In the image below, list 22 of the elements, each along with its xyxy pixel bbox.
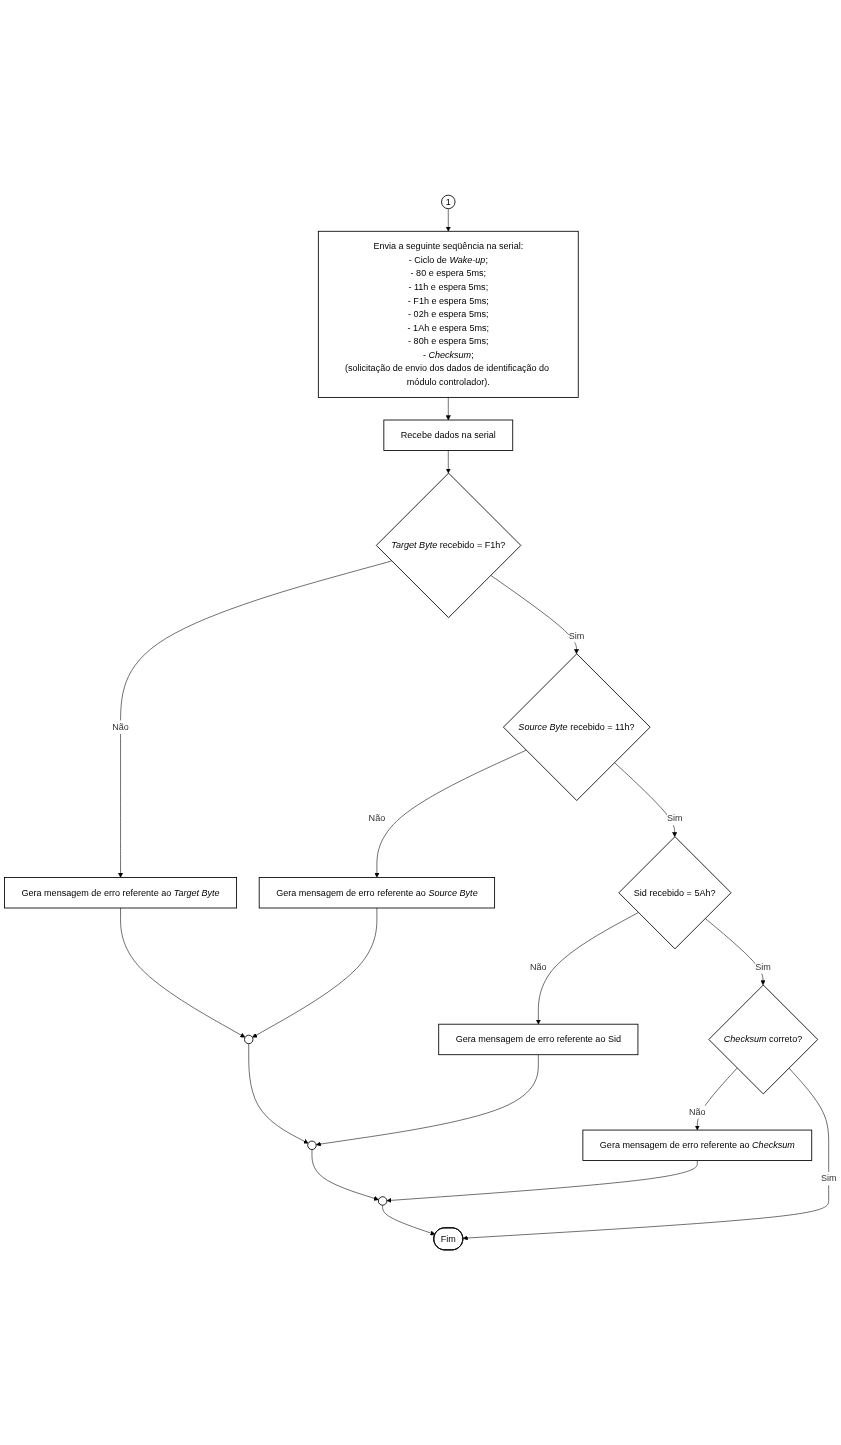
edge-label: Sim bbox=[755, 961, 771, 972]
node-box: Gera mensagem de erro referente ao Sid bbox=[438, 1023, 639, 1056]
node-box: Gera mensagem de erro referente ao Source Byte bbox=[258, 877, 496, 909]
edge-label: Não bbox=[530, 961, 547, 972]
node-box: Gera mensagem de erro referente ao Target Byte bbox=[4, 877, 237, 909]
node-diamond: Source Byte recebido = 11h? bbox=[502, 653, 651, 801]
node-circle bbox=[377, 1196, 388, 1206]
node-box: Envia a seguinte seqüência na serial: - Ciclo de Wake-up; - 80 e espera 5ms; - 11h e espera 5ms; - F1h e espera 5ms; - 02h e espera 5ms; - 1Ah e espera 5ms; - 80h e espera 5ms; - Checksum; (solicitação de envio dos dados de identificação do módulo controlador). bbox=[317, 230, 579, 398]
edge-label: Não bbox=[689, 1106, 706, 1117]
node-circle bbox=[244, 1034, 254, 1045]
node-diamond: Checksum correto? bbox=[708, 984, 819, 1095]
node-box: Recebe dados na serial bbox=[383, 419, 514, 451]
edge-label: Não bbox=[368, 813, 386, 824]
node-diamond: Sid recebido = 5Ah? bbox=[618, 836, 732, 950]
edge-label: Sim bbox=[666, 813, 683, 824]
node-diamond: Target Byte recebido = F1h? bbox=[375, 472, 522, 619]
node-circle: 1 bbox=[441, 194, 456, 210]
edge-label: Sim bbox=[568, 630, 585, 641]
node-circle bbox=[307, 1140, 317, 1150]
edge-label: Sim bbox=[820, 1173, 837, 1184]
node-box: Gera mensagem de erro referente ao Checksum bbox=[582, 1129, 813, 1161]
edge-label: Não bbox=[112, 722, 129, 732]
